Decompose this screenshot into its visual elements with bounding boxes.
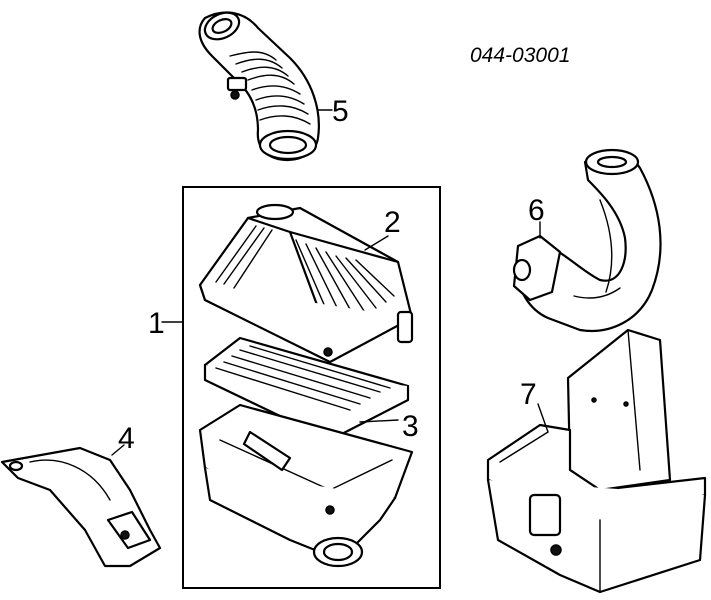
part-code: 044-03001 — [470, 44, 570, 67]
leader-2 — [364, 235, 389, 251]
lower-housing — [198, 403, 414, 568]
resonator-7 — [486, 328, 707, 594]
leader-7 — [537, 403, 549, 433]
callout-6: 6 — [528, 194, 545, 227]
bracket-4 — [0, 446, 162, 568]
leader-3 — [359, 419, 399, 423]
callout-3: 3 — [402, 410, 419, 443]
filter-element — [203, 336, 410, 442]
leader-4 — [111, 444, 125, 456]
callout-4: 4 — [118, 422, 135, 455]
duct-elbow-6 — [512, 148, 662, 333]
assembly-box — [182, 186, 441, 589]
callout-1: 1 — [148, 307, 165, 340]
intake-hose-5 — [198, 11, 320, 162]
air-cleaner-lid-2 — [198, 203, 414, 364]
callout-2: 2 — [384, 206, 401, 239]
callout-7: 7 — [520, 378, 537, 411]
callout-5: 5 — [332, 95, 349, 128]
